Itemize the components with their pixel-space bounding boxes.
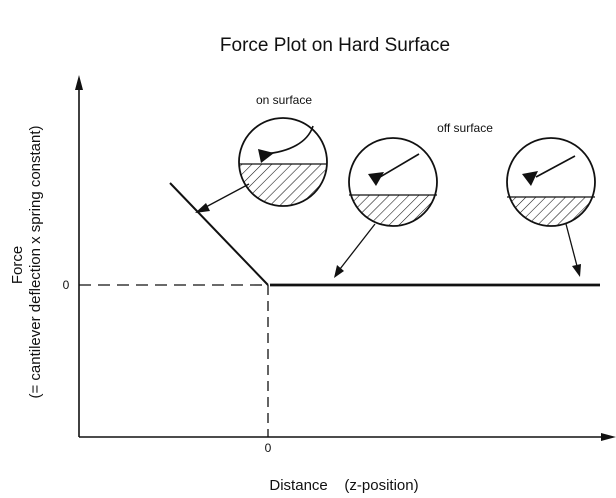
inset-off-surface-near xyxy=(348,137,438,227)
cantilever-straight xyxy=(379,153,420,178)
off-surface-label: off surface xyxy=(437,121,493,135)
cantilever-straight xyxy=(535,155,576,178)
tip-icon xyxy=(522,171,538,186)
cantilever-bent xyxy=(263,125,314,155)
diagram-title: Force Plot on Hard Surface xyxy=(220,35,450,56)
pointer-arrows xyxy=(195,183,581,278)
x-zero-label: 0 xyxy=(265,441,272,455)
y-axis-title-line1: Force xyxy=(9,246,26,284)
force-curve-contact-segment xyxy=(169,182,269,286)
arrowhead-icon xyxy=(195,203,210,213)
surface-hatch xyxy=(239,164,327,206)
y-axis-arrow-icon xyxy=(75,75,83,90)
on-surface-label: on surface xyxy=(256,93,312,107)
inset-off-surface-far xyxy=(506,137,596,227)
inset-circle xyxy=(238,117,328,207)
pointer-arrow-off-surface-near xyxy=(339,223,376,270)
x-axis-arrow-icon xyxy=(601,433,616,441)
arrowhead-icon xyxy=(334,265,344,278)
pointer-arrow-off-surface-far xyxy=(565,223,578,267)
x-axis xyxy=(79,433,616,441)
tip-icon xyxy=(368,172,384,186)
inset-circle xyxy=(348,137,438,227)
arrowhead-icon xyxy=(572,264,581,277)
inset-on-surface xyxy=(238,117,328,207)
y-zero-label: 0 xyxy=(63,278,70,292)
x-axis-title: Distance (z-position) xyxy=(269,477,418,494)
tip-icon xyxy=(258,149,274,163)
pointer-arrow-on-surface xyxy=(203,183,250,209)
y-axis-title-line2: (= cantilever deflection x spring consta… xyxy=(27,125,44,398)
inset-circle xyxy=(506,137,596,227)
y-axis xyxy=(75,75,83,437)
